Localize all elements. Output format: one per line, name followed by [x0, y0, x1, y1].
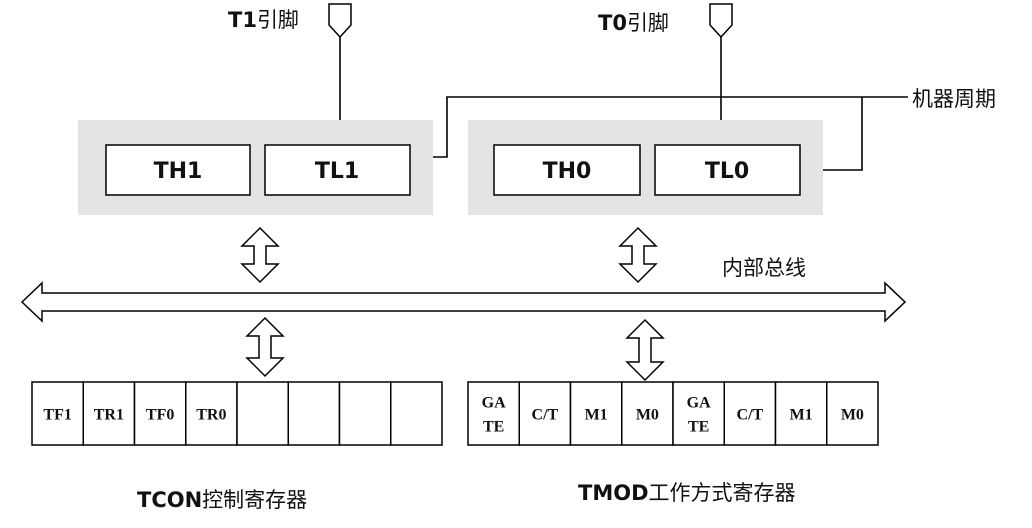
tmod-bit-cell	[826, 381, 879, 446]
tcon-bit-label: TR1	[94, 407, 124, 424]
tmod-bit-label: C/T	[737, 407, 764, 424]
tmod-bit-text: TE	[688, 419, 709, 436]
tcon-bit-label: TF1	[43, 407, 71, 424]
tmod-bit-label: M1	[585, 407, 608, 424]
tcon-bus-double-arrow	[245, 316, 285, 378]
t1-pin-label: T1引脚	[228, 8, 299, 32]
tcon-bit-label: TR0	[196, 407, 226, 424]
th0-label: TH0	[543, 159, 592, 184]
timer1-bus-double-arrow	[240, 226, 280, 284]
tmod-title: TMOD工作方式寄存器	[578, 481, 796, 505]
tmod-bit-cell	[518, 381, 572, 446]
t0-pin-name: T0	[598, 11, 627, 35]
tmod-bit-text: C/T	[737, 407, 764, 424]
tmod-title-name: TMOD	[578, 481, 649, 505]
bus-label: 内部总线	[722, 256, 806, 280]
tcon-bit-cell	[133, 381, 187, 446]
t0-pin-suffix: 引脚	[627, 11, 669, 35]
th0-register	[493, 144, 641, 196]
t0-pin-icon	[709, 3, 733, 39]
tcon-register: TF1 TR1 TF0 TR0	[31, 381, 443, 446]
t0-pin-label: T0引脚	[598, 11, 669, 35]
tmod-bit-label: M0	[841, 407, 864, 424]
tmod-bit-text: C/T	[532, 407, 559, 424]
tmod-bit-label: M0	[636, 407, 659, 424]
t1-pin-name: T1	[228, 8, 257, 32]
tcon-bit-text: TR1	[94, 407, 124, 424]
internal-bus-arrow	[20, 281, 907, 323]
tcon-bit-cell	[185, 381, 238, 446]
tcon-title-name: TCON	[137, 488, 202, 512]
tmod-bit-cell	[723, 381, 777, 446]
th1-register	[105, 144, 251, 196]
tmod-bit-cell	[672, 381, 725, 446]
tmod-register: GA TE C/T M1 M0 GA TE C/T M1 M0	[467, 381, 879, 446]
tl0-label: TL0	[705, 159, 749, 184]
tmod-bit-text: M0	[636, 407, 659, 424]
tmod-bit-text: M1	[790, 407, 813, 424]
tcon-bit-text: TF0	[146, 407, 174, 424]
tmod-bit-label: GA TE	[482, 395, 506, 436]
t1-pin-icon	[328, 3, 352, 39]
tmod-bit-label: M1	[790, 407, 813, 424]
tmod-bit-text: GA	[482, 395, 506, 412]
tmod-bit-cell	[467, 381, 520, 446]
tcon-bit-text: TF1	[43, 407, 71, 424]
tl0-register	[654, 144, 801, 196]
tmod-bus-double-arrow	[625, 318, 665, 382]
tcon-bit-cell	[31, 381, 84, 446]
tcon-bit-cell	[82, 381, 136, 446]
tcon-title: TCON控制寄存器	[137, 488, 307, 512]
tl1-label: TL1	[315, 159, 359, 184]
th1-label: TH1	[154, 159, 203, 184]
timer0-bus-double-arrow	[618, 226, 658, 284]
tmod-bit-label: GA TE	[687, 395, 711, 436]
tcon-bit-cell	[287, 381, 341, 446]
tcon-bit-cell	[338, 381, 392, 446]
tmod-bit-text: GA	[687, 395, 711, 412]
tmod-bit-text: TE	[483, 419, 504, 436]
tcon-bit-label: TF0	[146, 407, 174, 424]
tmod-bit-text: M0	[841, 407, 864, 424]
t1-pin-suffix: 引脚	[257, 8, 299, 32]
tmod-bit-label: C/T	[532, 407, 559, 424]
tcon-title-suffix: 控制寄存器	[202, 488, 307, 512]
tcon-bit-cell	[236, 381, 289, 446]
tmod-bit-text: M1	[585, 407, 608, 424]
tcon-bit-text: TR0	[196, 407, 226, 424]
tl1-register	[264, 144, 411, 196]
machine-cycle-label: 机器周期	[912, 87, 996, 111]
tmod-title-suffix: 工作方式寄存器	[649, 481, 796, 505]
tcon-bit-cell	[390, 381, 443, 446]
tmod-bit-cell	[569, 381, 623, 446]
tmod-bit-cell	[774, 381, 828, 446]
